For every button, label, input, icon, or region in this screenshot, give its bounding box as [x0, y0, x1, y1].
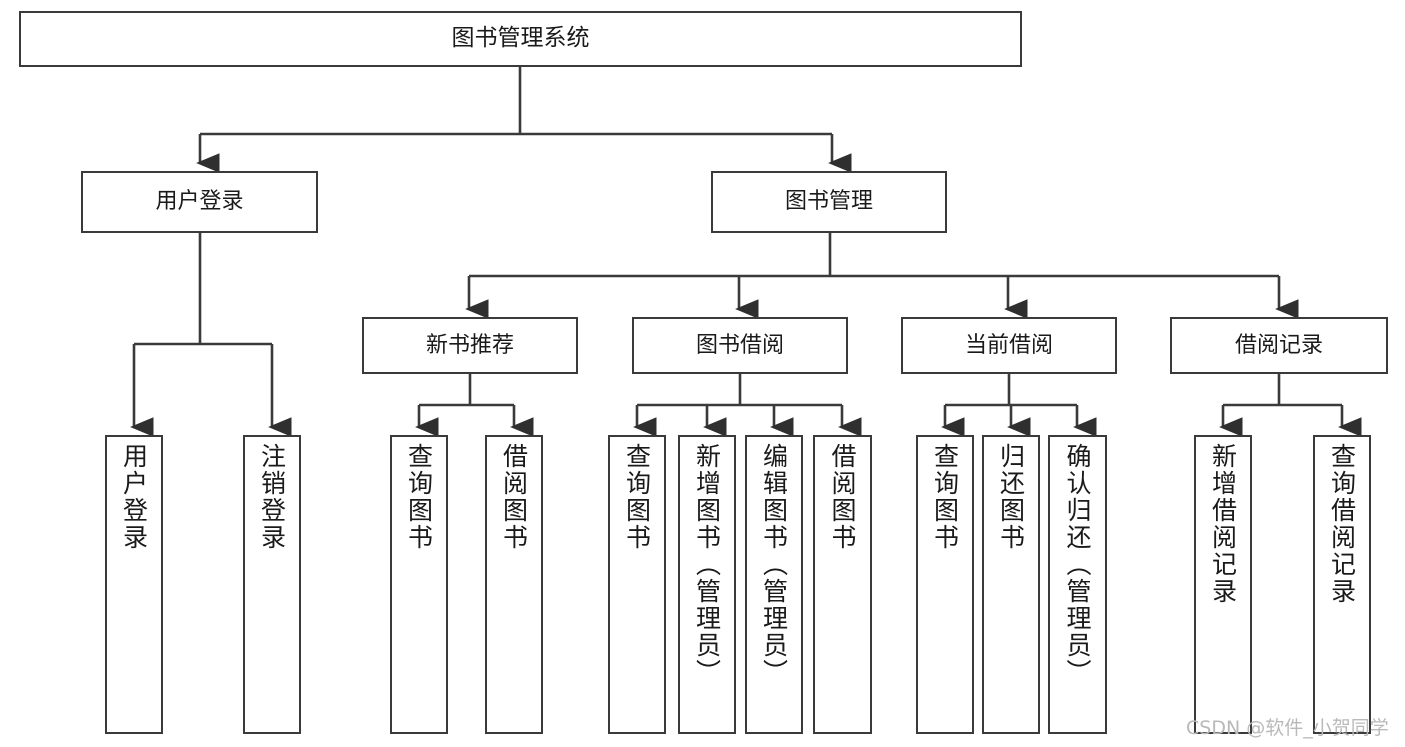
watermark-text: CSDN @软件_小贺同学	[1186, 717, 1389, 739]
node-root[interactable]: 图书管理系统	[19, 11, 1022, 67]
node-book-borrow-label: 图书借阅	[695, 332, 784, 358]
node-current-borrow-label: 当前借阅	[964, 332, 1053, 358]
node-leaf-edit-book-label: 编辑图书（管理员）	[759, 443, 789, 686]
node-leaf-borrow-book[interactable]: 借阅图书	[813, 435, 872, 734]
node-leaf-query-record[interactable]: 查询借阅记录	[1313, 435, 1371, 734]
node-leaf-confirm-return[interactable]: 确认归还（管理员）	[1048, 435, 1107, 734]
node-leaf-add-book-label: 新增图书（管理员）	[692, 443, 722, 686]
node-leaf-query-book-cur-label: 查询图书	[930, 443, 960, 551]
node-leaf-confirm-return-label: 确认归还（管理员）	[1063, 443, 1092, 686]
node-leaf-add-record-label: 新增借阅记录	[1208, 443, 1238, 605]
node-book-manage[interactable]: 图书管理	[711, 171, 947, 233]
node-user-login[interactable]: 用户登录	[81, 171, 318, 233]
node-current-borrow[interactable]: 当前借阅	[901, 317, 1117, 374]
node-leaf-return-book-label: 归还图书	[996, 443, 1026, 551]
node-book-borrow[interactable]: 图书借阅	[632, 317, 848, 374]
node-leaf-add-record[interactable]: 新增借阅记录	[1194, 435, 1252, 734]
node-book-manage-label: 图书管理	[784, 189, 873, 215]
node-leaf-user-logout-label: 注销登录	[257, 443, 287, 551]
node-new-book-rec-label: 新书推荐	[425, 332, 514, 358]
node-borrow-record-label: 借阅记录	[1234, 332, 1323, 358]
node-leaf-add-book[interactable]: 新增图书（管理员）	[678, 435, 736, 734]
node-leaf-borrow-book-rec[interactable]: 借阅图书	[485, 435, 543, 734]
node-root-label: 图书管理系统	[451, 25, 590, 52]
node-leaf-query-book-rec-label: 查询图书	[404, 443, 434, 551]
node-leaf-query-record-label: 查询借阅记录	[1327, 443, 1357, 605]
node-new-book-rec[interactable]: 新书推荐	[362, 317, 578, 374]
node-borrow-record[interactable]: 借阅记录	[1170, 317, 1388, 374]
node-leaf-user-login-label: 用户登录	[119, 443, 149, 551]
node-user-login-label: 用户登录	[155, 189, 244, 215]
node-leaf-edit-book[interactable]: 编辑图书（管理员）	[745, 435, 803, 734]
node-leaf-query-book-rec[interactable]: 查询图书	[390, 435, 448, 734]
node-leaf-query-book-borrow-label: 查询图书	[622, 443, 652, 551]
node-leaf-user-logout[interactable]: 注销登录	[243, 435, 301, 734]
node-leaf-user-login[interactable]: 用户登录	[105, 435, 163, 734]
node-leaf-return-book[interactable]: 归还图书	[982, 435, 1040, 734]
node-leaf-borrow-book-rec-label: 借阅图书	[499, 443, 529, 551]
node-leaf-query-book-borrow[interactable]: 查询图书	[608, 435, 666, 734]
node-leaf-query-book-cur[interactable]: 查询图书	[916, 435, 974, 734]
node-leaf-borrow-book-label: 借阅图书	[828, 443, 857, 551]
